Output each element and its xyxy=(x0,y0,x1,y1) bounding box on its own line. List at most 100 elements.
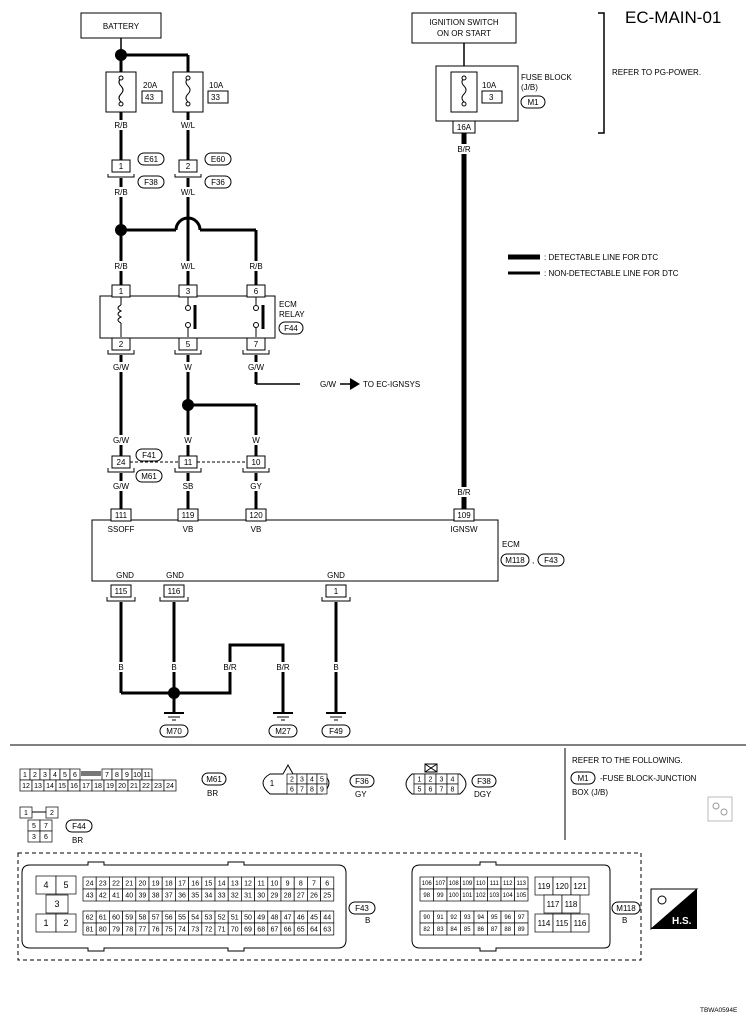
wire-color: G/W xyxy=(113,482,129,491)
pin-number: 44 xyxy=(323,915,331,922)
pin-number: 3 xyxy=(43,772,47,779)
pin-number: 80 xyxy=(99,927,107,934)
pin-number: 41 xyxy=(112,893,120,900)
pin-number: 22 xyxy=(142,783,150,790)
pin-number: 32 xyxy=(231,893,239,900)
pin-number: 2 xyxy=(290,777,294,784)
pin-number: 112 xyxy=(503,881,513,887)
pin-number: 108 xyxy=(449,881,460,887)
fuse-10a xyxy=(450,71,478,113)
wire-color: W/L xyxy=(181,262,196,271)
pin-number: 24 xyxy=(117,458,126,467)
pin-number: 20 xyxy=(139,881,147,888)
pin-number: 24 xyxy=(166,783,174,790)
terminal-name: SSOFF xyxy=(108,525,135,534)
connector-label: M118 xyxy=(505,556,525,565)
battery-label: BATTERY xyxy=(103,22,140,31)
pin-number: 37 xyxy=(165,893,173,900)
wire-color: B/R xyxy=(223,663,237,672)
pin-number: 75 xyxy=(165,927,173,934)
ignition-label: IGNITION SWITCH xyxy=(429,18,499,27)
connector-color: BR xyxy=(72,836,83,845)
relay-label: RELAY xyxy=(279,310,305,319)
connector-label: M118 xyxy=(616,904,636,913)
wire-color: W/L xyxy=(181,121,196,130)
connector-pin xyxy=(178,159,198,173)
pin-number: 95 xyxy=(491,915,498,921)
pin-number: 46 xyxy=(297,915,305,922)
pin-number: 5 xyxy=(32,823,36,830)
ground-label: M70 xyxy=(166,727,182,736)
pin-number: 6 xyxy=(254,287,259,296)
pin-number: 51 xyxy=(231,915,239,922)
pin-number: 66 xyxy=(284,927,292,934)
connector-color: DGY xyxy=(474,790,492,799)
fuse-number: 43 xyxy=(145,93,154,102)
pin-number: 47 xyxy=(284,915,292,922)
connector-pin xyxy=(111,159,131,173)
pin-number: 29 xyxy=(271,893,279,900)
wire-color: G/W xyxy=(320,380,336,389)
pin-number: 5 xyxy=(186,340,191,349)
reference-link[interactable]: TO EC-IGNSYS xyxy=(363,380,420,389)
pin-number: 25 xyxy=(323,893,331,900)
pin-number: 92 xyxy=(450,915,457,921)
hs-badge-label: H.S. xyxy=(672,916,692,927)
pin-number: 21 xyxy=(130,783,138,790)
pin-number: 28 xyxy=(284,893,292,900)
pin-number: 18 xyxy=(94,783,102,790)
connector-m118-shell xyxy=(411,861,611,952)
pin-number: 116 xyxy=(574,919,587,928)
pin-number: 113 xyxy=(516,881,526,887)
pin-number: 42 xyxy=(99,893,107,900)
pin-number: 55 xyxy=(178,915,186,922)
pin-number: 49 xyxy=(257,915,265,922)
pin-number: 101 xyxy=(462,893,473,899)
pin-number: 98 xyxy=(423,893,430,899)
connector-f43-shell xyxy=(21,861,347,952)
pin-number: 116 xyxy=(168,587,181,596)
pin-number: 100 xyxy=(449,893,460,899)
pin-number: 3 xyxy=(54,899,59,909)
figure-code: TBWA0594E xyxy=(700,1007,738,1014)
fuse-block-label: (J/B) xyxy=(521,83,538,92)
pin-number: 50 xyxy=(244,915,252,922)
pin-number: 93 xyxy=(464,915,471,921)
connector-f38 xyxy=(405,763,467,795)
pin-number: 86 xyxy=(477,927,484,933)
pin-number: 43 xyxy=(86,893,94,900)
connector-label: F44 xyxy=(72,822,86,831)
connector-label: F41 xyxy=(142,451,156,460)
pin-number: 1 xyxy=(270,779,275,788)
wire-color: G/W xyxy=(248,363,264,372)
pin-number: 73 xyxy=(191,927,199,934)
pin-number: 1 xyxy=(119,287,124,296)
pin-number: 13 xyxy=(34,783,42,790)
pin-number: 115 xyxy=(115,587,128,596)
connector-label: M61 xyxy=(141,472,157,481)
refer-note: -FUSE BLOCK-JUNCTION xyxy=(600,774,697,783)
fuse-amp: 10A xyxy=(482,81,497,90)
wire-color: R/B xyxy=(114,262,127,271)
pin-number: 30 xyxy=(257,893,265,900)
connector-label: M61 xyxy=(206,775,222,784)
legend-text: : DETECTABLE LINE FOR DTC xyxy=(544,253,658,262)
pin-number: 74 xyxy=(178,927,186,934)
pin-number: 1 xyxy=(418,777,422,784)
wire-color: G/W xyxy=(113,363,129,372)
pin-number: 90 xyxy=(423,915,430,921)
pin-number: 68 xyxy=(257,927,265,934)
pin-number: 7 xyxy=(440,787,444,794)
hs-badge-icon: H.S. xyxy=(650,888,699,931)
pin-number: 102 xyxy=(476,893,487,899)
pin-number: 10 xyxy=(252,458,261,467)
connector-id xyxy=(204,152,232,166)
fuse-number: 33 xyxy=(211,93,220,102)
pin-number: 3 xyxy=(300,777,304,784)
page-title: EC-MAIN-01 xyxy=(625,8,721,27)
pin-number: 39 xyxy=(139,893,147,900)
